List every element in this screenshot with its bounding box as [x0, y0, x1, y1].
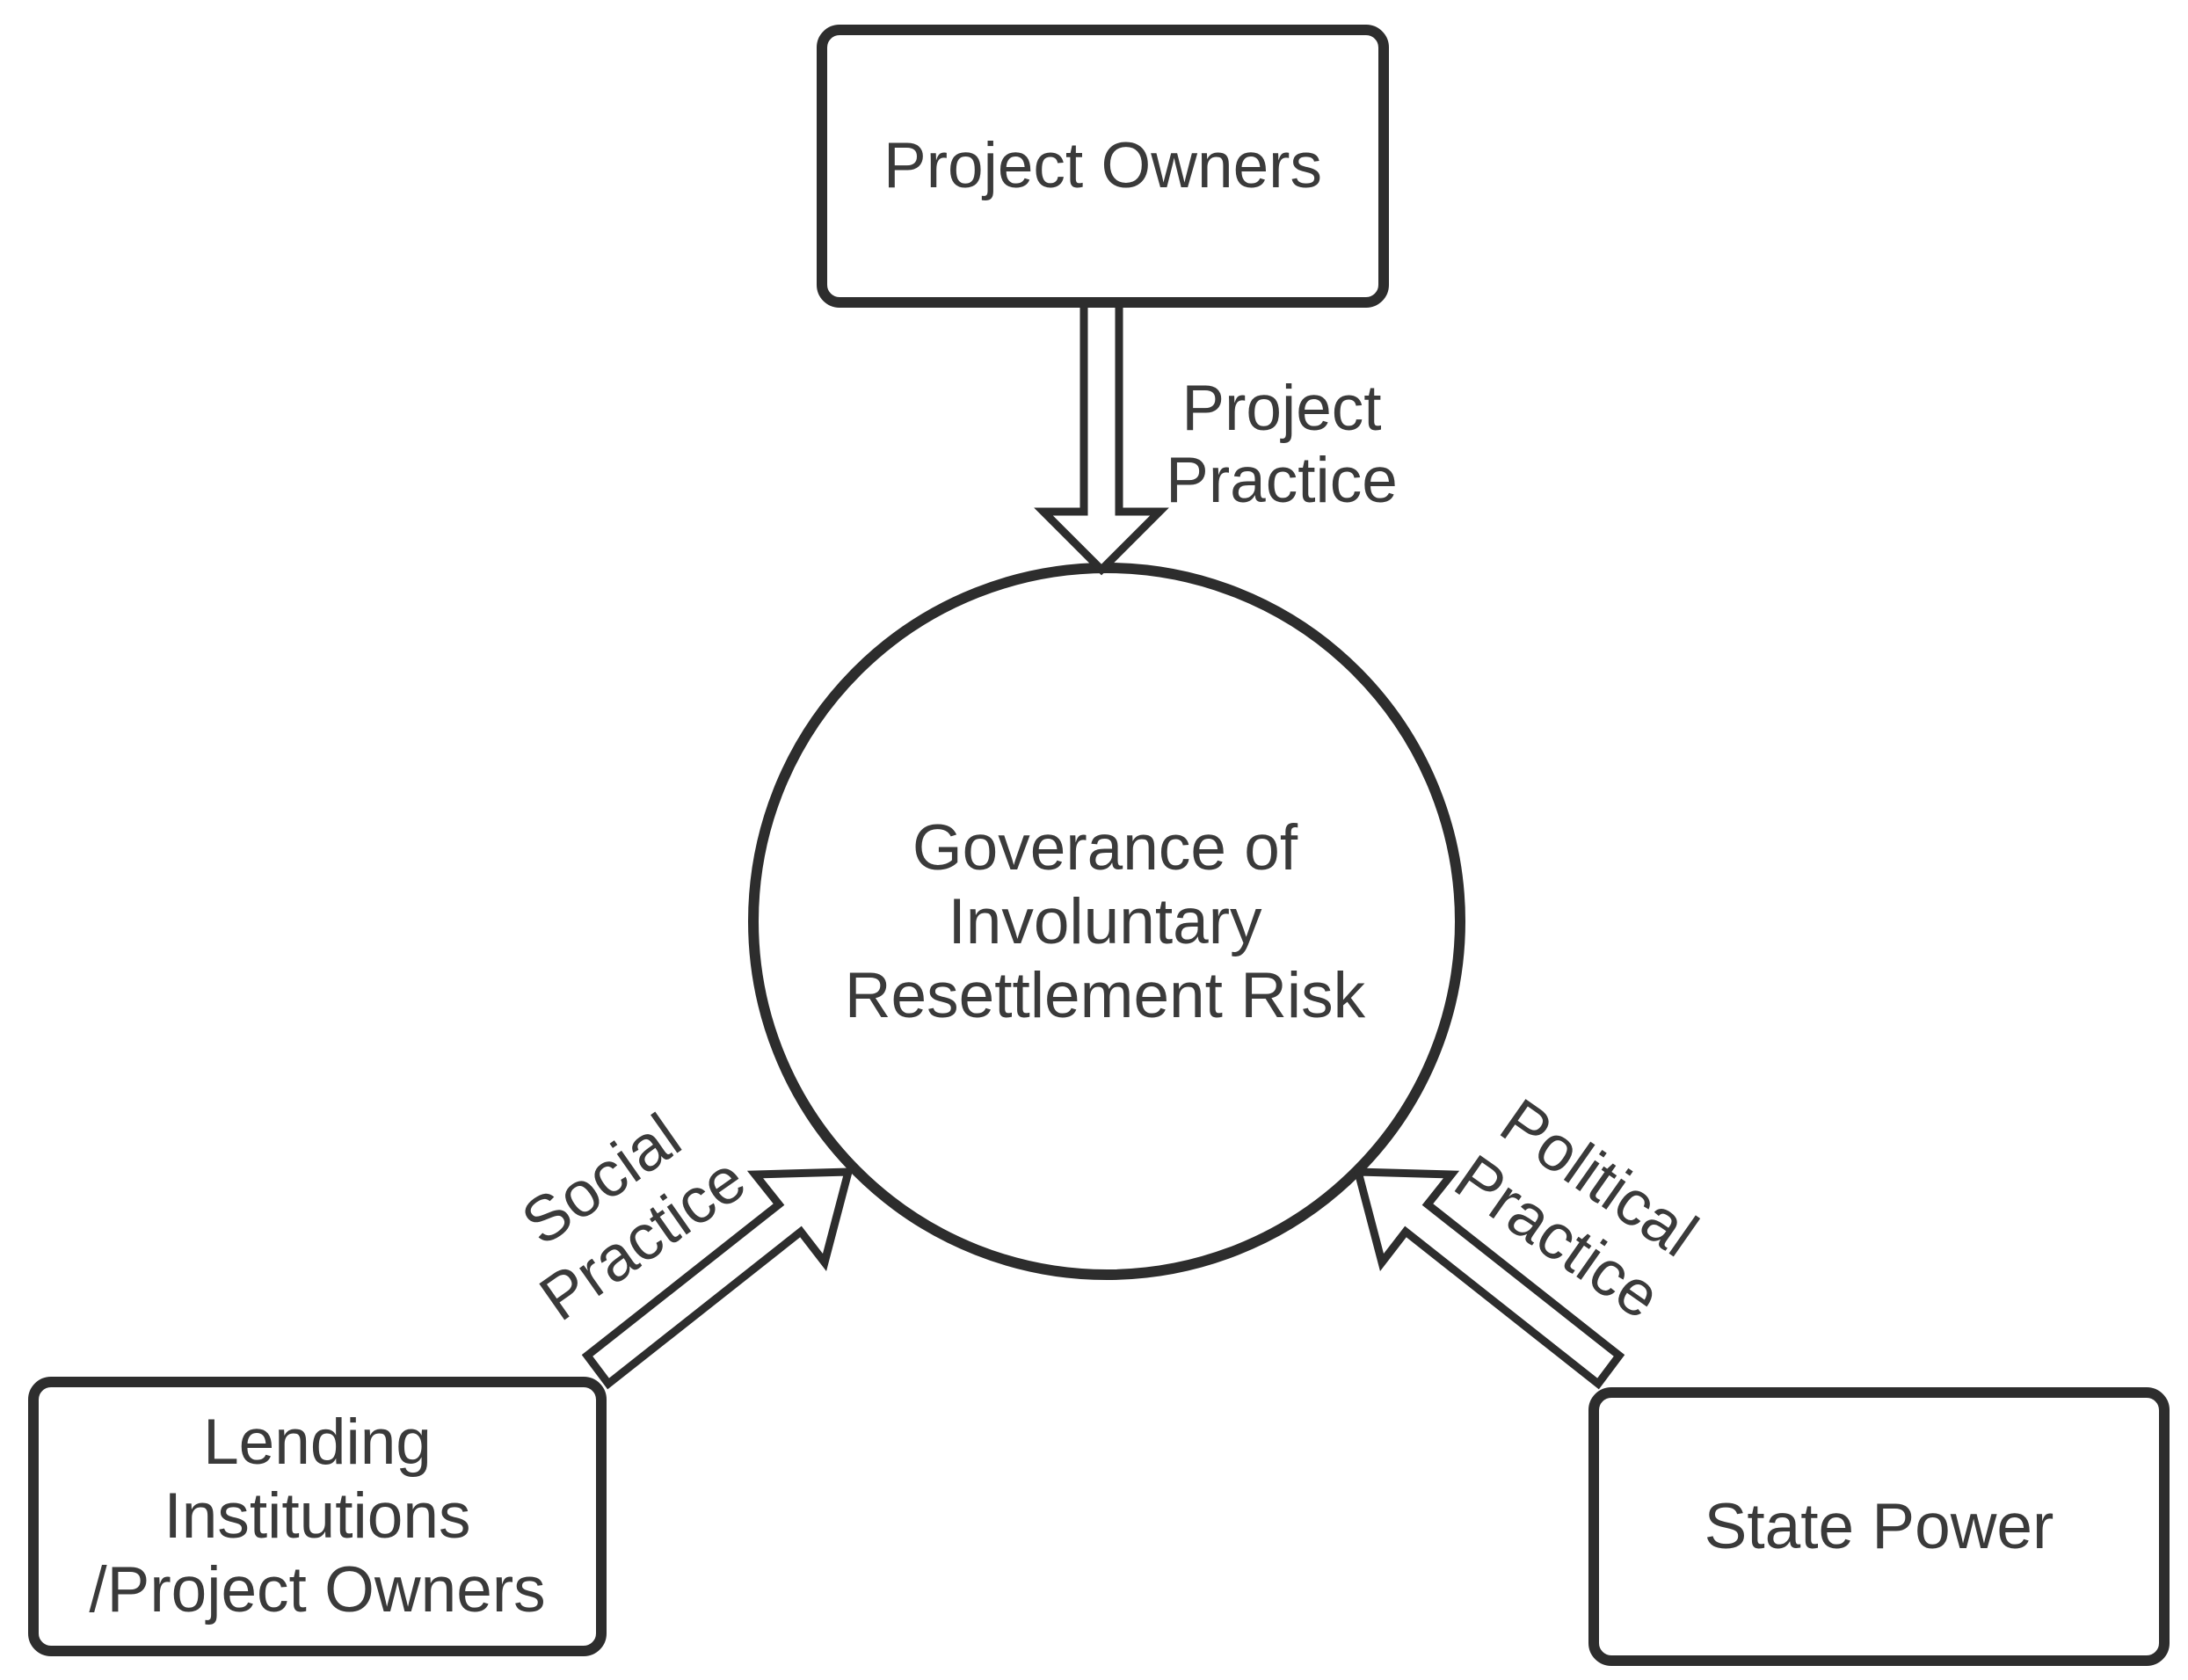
- political-practice-arrow: [1353, 1167, 1625, 1390]
- project-practice-line-1: Project: [1181, 373, 1382, 444]
- state-power-label: State Power: [1704, 1490, 2054, 1562]
- governance-line-1: Goverance of: [912, 812, 1298, 884]
- lending-line-1: Lending: [203, 1407, 432, 1478]
- lending-line-3: /Project Owners: [89, 1554, 546, 1625]
- governance-line-3: Resettlement Risk: [844, 960, 1366, 1031]
- project-owners-label: Project Owners: [883, 130, 1322, 201]
- edge-label-project-practice: Project Practice: [1106, 373, 1457, 517]
- lending-line-2: Institutions: [164, 1480, 471, 1552]
- social-practice-arrow: [581, 1167, 854, 1390]
- project-practice-line-2: Practice: [1166, 445, 1398, 516]
- node-state-power: State Power: [1588, 1387, 2170, 1666]
- governance-line-2: Involuntary: [948, 886, 1262, 957]
- governance-circle-label: Goverance of Involuntary Resettlement Ri…: [709, 811, 1501, 1033]
- lending-institutions-label: Lending Institutions /Project Owners: [89, 1406, 545, 1627]
- project-practice-arrow: [1034, 296, 1169, 576]
- node-project-owners: Project Owners: [817, 25, 1389, 308]
- node-lending-institutions: Lending Institutions /Project Owners: [28, 1377, 607, 1656]
